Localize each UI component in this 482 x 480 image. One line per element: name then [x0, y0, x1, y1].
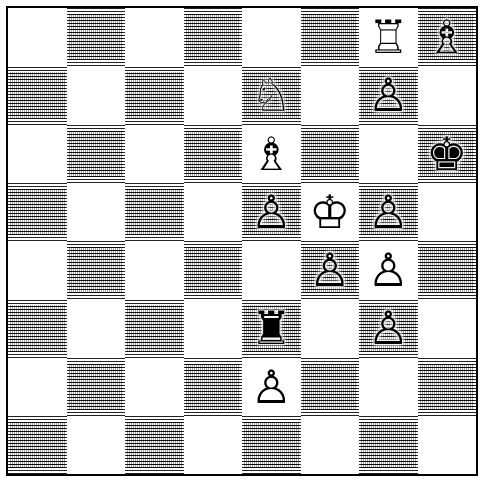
square-d8[interactable]	[184, 8, 243, 66]
square-b6[interactable]	[67, 125, 126, 183]
square-h2[interactable]	[418, 358, 477, 416]
square-a5[interactable]	[8, 183, 67, 241]
white-knight-icon[interactable]: ♘	[251, 72, 292, 118]
square-h6[interactable]: ♚	[418, 125, 477, 183]
square-e5[interactable]: ♙	[242, 183, 301, 241]
black-king-icon[interactable]: ♚	[426, 131, 467, 177]
square-a7[interactable]	[8, 66, 67, 124]
square-h7[interactable]	[418, 66, 477, 124]
white-bishop-icon[interactable]: ♗	[426, 14, 467, 60]
square-b1[interactable]	[67, 416, 126, 474]
square-d7[interactable]	[184, 66, 243, 124]
square-b8[interactable]	[67, 8, 126, 66]
square-c7[interactable]	[125, 66, 184, 124]
white-pawn-icon[interactable]: ♙	[368, 247, 409, 293]
square-e8[interactable]	[242, 8, 301, 66]
square-g5[interactable]: ♙	[359, 183, 418, 241]
white-pawn-icon[interactable]: ♙	[309, 247, 350, 293]
square-a1[interactable]	[8, 416, 67, 474]
square-g1[interactable]	[359, 416, 418, 474]
square-d3[interactable]	[184, 299, 243, 357]
square-e6[interactable]: ♗	[242, 125, 301, 183]
square-g2[interactable]	[359, 358, 418, 416]
white-pawn-icon[interactable]: ♙	[368, 72, 409, 118]
square-b5[interactable]	[67, 183, 126, 241]
square-c1[interactable]	[125, 416, 184, 474]
square-f5[interactable]: ♔	[301, 183, 360, 241]
square-h3[interactable]	[418, 299, 477, 357]
square-g3[interactable]: ♙	[359, 299, 418, 357]
square-g7[interactable]: ♙	[359, 66, 418, 124]
square-c5[interactable]	[125, 183, 184, 241]
square-a2[interactable]	[8, 358, 67, 416]
square-d5[interactable]	[184, 183, 243, 241]
square-c2[interactable]	[125, 358, 184, 416]
square-e2[interactable]: ♙	[242, 358, 301, 416]
white-bishop-icon[interactable]: ♗	[251, 131, 292, 177]
square-c3[interactable]	[125, 299, 184, 357]
square-e1[interactable]	[242, 416, 301, 474]
square-b7[interactable]	[67, 66, 126, 124]
square-h5[interactable]	[418, 183, 477, 241]
square-b4[interactable]	[67, 241, 126, 299]
square-e3[interactable]: ♜	[242, 299, 301, 357]
square-f7[interactable]	[301, 66, 360, 124]
square-f1[interactable]	[301, 416, 360, 474]
square-h1[interactable]	[418, 416, 477, 474]
square-a6[interactable]	[8, 125, 67, 183]
square-f6[interactable]	[301, 125, 360, 183]
white-rook-icon[interactable]: ♖	[368, 14, 409, 60]
square-c8[interactable]	[125, 8, 184, 66]
white-pawn-icon[interactable]: ♙	[368, 189, 409, 235]
square-d2[interactable]	[184, 358, 243, 416]
square-f2[interactable]	[301, 358, 360, 416]
square-d4[interactable]	[184, 241, 243, 299]
square-a4[interactable]	[8, 241, 67, 299]
white-pawn-icon[interactable]: ♙	[368, 305, 409, 351]
square-f3[interactable]	[301, 299, 360, 357]
square-h8[interactable]: ♗	[418, 8, 477, 66]
square-a8[interactable]	[8, 8, 67, 66]
white-king-icon[interactable]: ♔	[309, 189, 350, 235]
square-a3[interactable]	[8, 299, 67, 357]
chess-board: ♖ ♗ ♘ ♙ ♗ ♚ ♙ ♔ ♙ ♙ ♙ ♜ ♙ ♙	[6, 6, 478, 476]
square-b3[interactable]	[67, 299, 126, 357]
square-h4[interactable]	[418, 241, 477, 299]
square-c6[interactable]	[125, 125, 184, 183]
white-pawn-icon[interactable]: ♙	[251, 189, 292, 235]
square-d6[interactable]	[184, 125, 243, 183]
square-g6[interactable]	[359, 125, 418, 183]
black-rook-icon[interactable]: ♜	[251, 305, 292, 351]
square-d1[interactable]	[184, 416, 243, 474]
square-b2[interactable]	[67, 358, 126, 416]
square-g4[interactable]: ♙	[359, 241, 418, 299]
white-pawn-icon[interactable]: ♙	[251, 364, 292, 410]
square-f8[interactable]	[301, 8, 360, 66]
square-e7[interactable]: ♘	[242, 66, 301, 124]
square-c4[interactable]	[125, 241, 184, 299]
square-f4[interactable]: ♙	[301, 241, 360, 299]
square-e4[interactable]	[242, 241, 301, 299]
square-g8[interactable]: ♖	[359, 8, 418, 66]
